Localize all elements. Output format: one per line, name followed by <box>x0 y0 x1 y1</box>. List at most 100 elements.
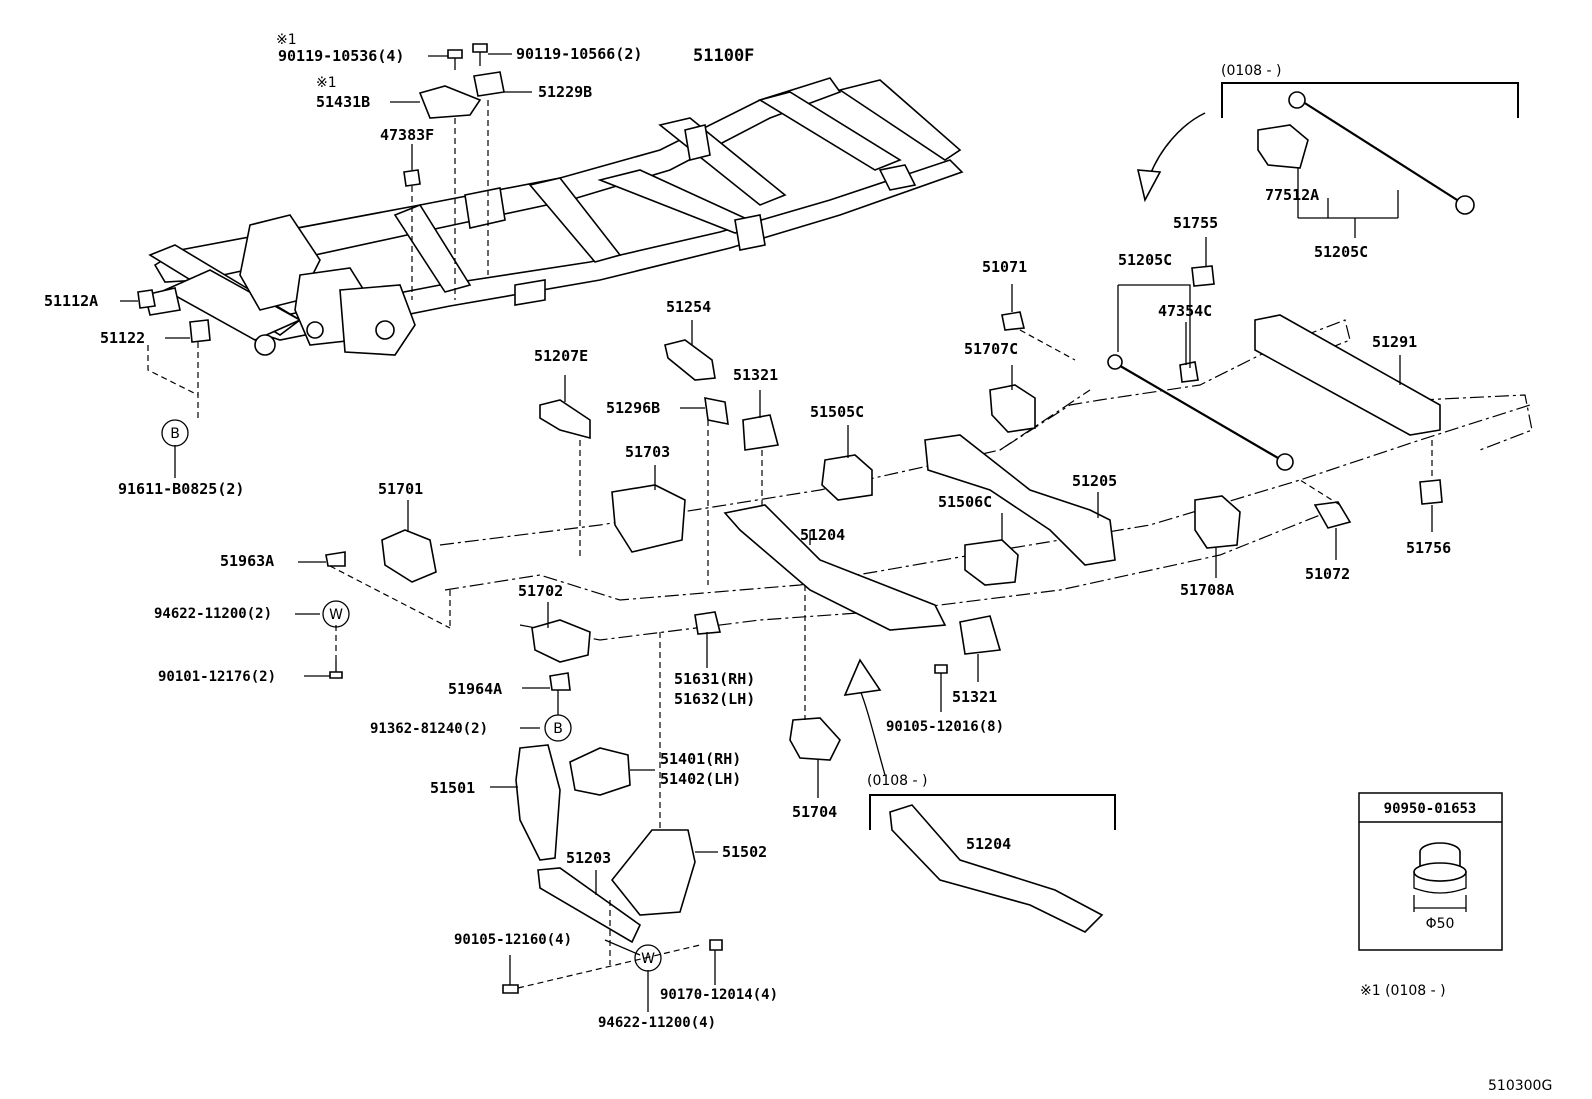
label-51204-main: 51204 <box>800 526 845 544</box>
bracket-51502 <box>610 829 696 916</box>
crossmember-51204-top <box>723 504 947 631</box>
label-91611-b0825: 91611-B0825(2) <box>118 480 244 498</box>
label-94622-11200-2: 94622-11200(2) <box>154 606 272 622</box>
label-90105-12016: 90105-12016(8) <box>886 719 1004 735</box>
curved-arrow-top <box>1136 112 1206 203</box>
bolt-90119-10566 <box>472 43 488 66</box>
label-51321-lower: 51321 <box>952 688 997 706</box>
bracket-51631 <box>694 611 722 635</box>
marker-w-1: W <box>329 607 343 623</box>
label-51112a: 51112A <box>44 292 98 310</box>
label-51207e: 51207E <box>534 347 588 365</box>
label-51502: 51502 <box>722 843 767 861</box>
marker-b-1: B <box>170 426 180 442</box>
bracket-51505c <box>821 454 873 501</box>
note-date-top: (0108 - ) <box>1221 63 1282 79</box>
bracket-51963a <box>325 551 346 567</box>
label-51321-upper: 51321 <box>733 366 778 384</box>
label-51205c-main: 51205C <box>1118 251 1172 269</box>
label-51402-lh: 51402(LH) <box>660 770 741 788</box>
label-51071: 51071 <box>982 258 1027 276</box>
bracket-51254 <box>664 339 716 381</box>
bolt-90105-12160 <box>502 955 519 994</box>
bracket-51501 <box>515 744 561 861</box>
crossmember-51204-variant <box>889 804 1104 933</box>
bracket-51755 <box>1191 265 1215 287</box>
rear-crossmember-51291 <box>1254 314 1441 436</box>
bracket-51704 <box>789 717 841 761</box>
label-51203: 51203 <box>566 849 611 867</box>
crossbar-51205c-inset <box>1288 91 1475 215</box>
bolt-90105-12016 <box>934 664 948 685</box>
label-77512a: 77512A <box>1265 186 1319 204</box>
label-51701: 51701 <box>378 480 423 498</box>
label-51707c: 51707C <box>964 340 1018 358</box>
label-51122: 51122 <box>100 329 145 347</box>
label-51632-lh: 51632(LH) <box>674 690 755 708</box>
diagram-code: 510300G <box>1488 1078 1552 1094</box>
bracket-51702 <box>531 619 591 663</box>
plate-51296b <box>704 396 729 426</box>
bracket-51321b <box>959 615 1002 655</box>
label-51205: 51205 <box>1072 472 1117 490</box>
curved-arrow-bottom <box>843 658 886 776</box>
label-51631-rh: 51631(RH) <box>674 670 755 688</box>
marker-w-2: W <box>641 951 655 967</box>
bracket-51072 <box>1313 501 1352 529</box>
label-51704: 51704 <box>792 803 837 821</box>
label-51501: 51501 <box>430 779 475 797</box>
clip-47354c <box>1179 361 1199 383</box>
label-91362-81240: 91362-81240(2) <box>370 721 488 737</box>
label-51254: 51254 <box>666 298 711 316</box>
bracket-51707c <box>989 384 1036 433</box>
label-51506c: 51506C <box>938 493 992 511</box>
bracket-51964a <box>549 672 571 691</box>
label-51072: 51072 <box>1305 565 1350 583</box>
label-94622-11200-4: 94622-11200(4) <box>598 1015 716 1031</box>
label-47354c: 47354C <box>1158 302 1212 320</box>
note-date-bottom: (0108 - ) <box>867 773 928 789</box>
bracket-51708a <box>1194 495 1241 549</box>
label-51431b: 51431B <box>316 93 370 111</box>
label-51756: 51756 <box>1406 539 1451 557</box>
bracket-51756 <box>1419 479 1443 505</box>
label-47383f: 47383F <box>380 126 434 144</box>
label-51204-inset: 51204 <box>966 835 1011 853</box>
bracket-51321a <box>742 414 780 451</box>
label-51703: 51703 <box>625 443 670 461</box>
bracket-77512a <box>1257 124 1309 169</box>
crossbar-51205c <box>1107 354 1294 471</box>
label-90105-12160: 90105-12160(4) <box>454 932 572 948</box>
full-frame-assembly <box>144 77 964 356</box>
inset-dimension: Φ50 <box>1426 916 1455 932</box>
bracket-51701 <box>381 529 437 583</box>
inset-box-90950-01653: 90950-01653 Φ50 <box>1358 792 1503 951</box>
bracket-51401 <box>569 747 631 796</box>
label-51708a: 51708A <box>1180 581 1234 599</box>
note-star1-footnote: ※1 (0108 - ) <box>1360 983 1446 999</box>
label-51755: 51755 <box>1173 214 1218 232</box>
label-51963a: 51963A <box>220 552 274 570</box>
label-51100f: 51100F <box>693 46 754 66</box>
label-51229b: 51229B <box>538 83 592 101</box>
cushion-51229b <box>473 71 505 97</box>
label-51505c: 51505C <box>810 403 864 421</box>
label-51205c-inset: 51205C <box>1314 243 1368 261</box>
cushion-51122 <box>189 319 211 343</box>
nut-90170 <box>709 939 723 951</box>
bolt-90119-10536 <box>447 49 463 70</box>
label-51702: 51702 <box>518 582 563 600</box>
note-star1-a: ※1 <box>276 32 297 48</box>
bolt-90101 <box>329 660 343 679</box>
crossmember-51203 <box>537 867 642 944</box>
label-90119-10536: 90119-10536(4) <box>278 47 404 65</box>
note-star1-b: ※1 <box>316 75 337 91</box>
bracket-51506c <box>964 539 1019 586</box>
label-90101-12176: 90101-12176(2) <box>158 669 276 685</box>
label-51296b: 51296B <box>606 399 660 417</box>
bracket-51431b <box>418 85 482 119</box>
bracket-51703 <box>611 484 686 553</box>
crossmember-51205 <box>924 434 1116 566</box>
bracket-51207e <box>539 399 591 440</box>
